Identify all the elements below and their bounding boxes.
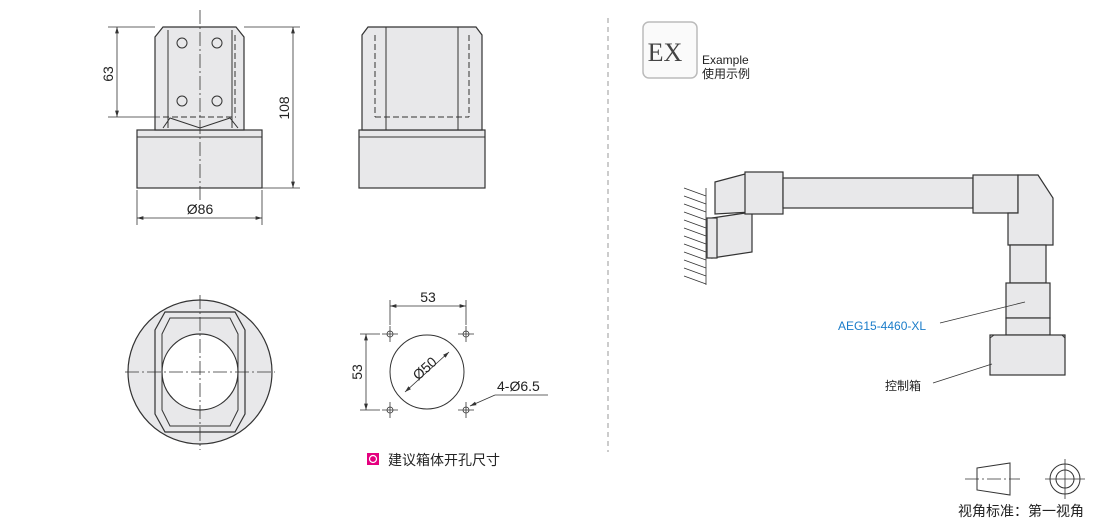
top-view (125, 295, 275, 450)
dim-53-horizontal: 53 (420, 289, 436, 305)
side-view (358, 26, 486, 189)
dim-diameter-86: Ø86 (187, 201, 214, 217)
control-box-label: 控制箱 (885, 378, 921, 393)
dim-63: 63 (100, 66, 116, 82)
wall-hatch (683, 187, 707, 285)
projection-symbol: 视角标准：第一视角 (958, 459, 1085, 519)
legend-label: 建议箱体开孔尺寸 (388, 452, 500, 468)
dim-holes: 4-Ø6.5 (497, 378, 540, 394)
example-title-cn: 使用示例 (702, 66, 750, 81)
front-view: 63 108 Ø86 (100, 10, 300, 225)
cutout-legend: 建议箱体开孔尺寸 (367, 452, 500, 468)
legend-marker-icon (367, 453, 379, 465)
projection-label: 视角标准：第一视角 (958, 503, 1084, 519)
dim-diameter-50: Ø50 (409, 353, 440, 383)
dim-53-vertical: 53 (349, 364, 365, 380)
part-label: AEG15-4460-XL (838, 319, 926, 333)
example-title-en: Example (702, 53, 749, 67)
example-badge: EX Example 使用示例 (642, 21, 750, 81)
ex-badge-text: EX (648, 38, 683, 67)
dim-108: 108 (276, 96, 292, 120)
cutout-pattern: 53 53 Ø50 4-Ø6.5 (349, 289, 548, 418)
assembly-example: AEG15-4460-XL 控制箱 (683, 171, 1066, 393)
